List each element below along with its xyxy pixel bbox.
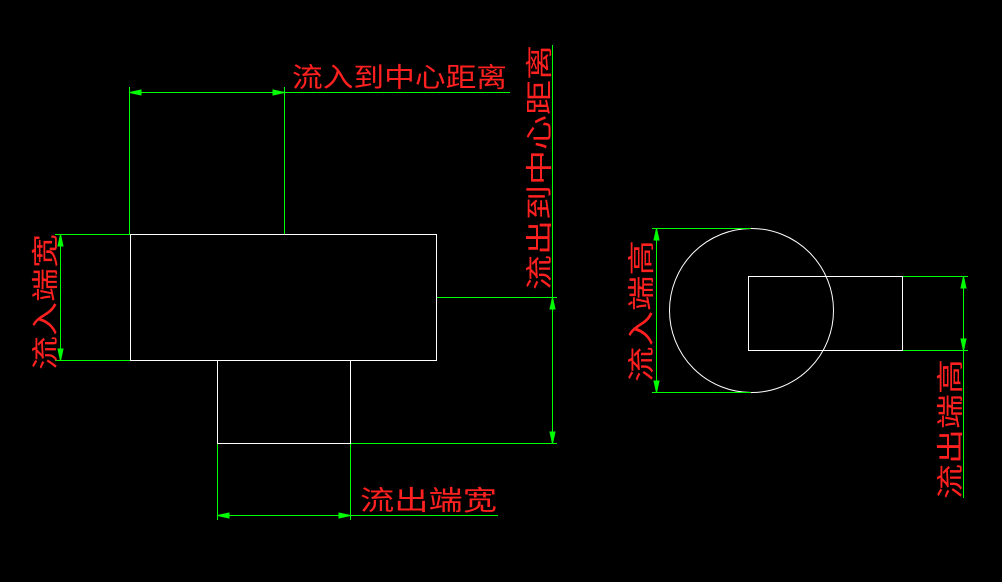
side-view-circle xyxy=(669,228,834,393)
label-inlet-width: 流入端宽 xyxy=(31,234,62,370)
arrowhead xyxy=(549,431,556,444)
top-view-main-body xyxy=(130,234,437,361)
label-outlet-to-center: 流出到中心距离 xyxy=(525,45,556,290)
arrowhead xyxy=(653,380,660,393)
label-inlet-height: 流入端高 xyxy=(627,240,658,382)
arrowhead xyxy=(272,89,285,96)
label-outlet-width: 流出端宽 xyxy=(360,486,497,517)
arrowhead xyxy=(960,338,967,351)
dimension-labels: 流入到中心距离 流出到中心距离 流入端宽 流出端宽 流入端高 流出端高 xyxy=(31,45,967,517)
arrowhead xyxy=(549,297,556,310)
geometry xyxy=(130,228,903,444)
label-outlet-height: 流出端高 xyxy=(936,359,967,499)
arrowhead xyxy=(338,512,351,519)
dimension-lines xyxy=(55,45,968,520)
arrowhead xyxy=(129,89,142,96)
side-view-outlet-rect xyxy=(748,276,903,351)
arrowhead xyxy=(57,234,64,247)
label-inlet-to-center: 流入到中心距离 xyxy=(292,63,507,94)
arrowhead xyxy=(653,228,660,241)
arrowhead xyxy=(960,276,967,289)
arrowhead xyxy=(57,348,64,361)
arrowhead xyxy=(217,512,230,519)
top-view-outlet-section xyxy=(217,360,351,444)
